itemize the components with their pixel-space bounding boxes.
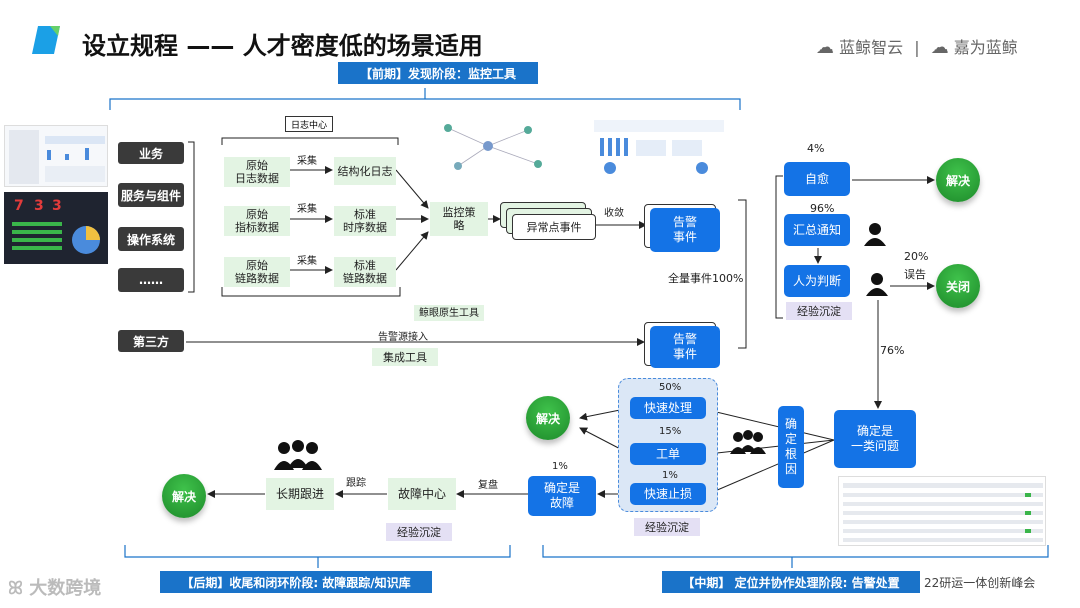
banner-early: 【前期】发现阶段：监控工具 <box>338 62 538 84</box>
quick-fix-box: 快速处理 <box>630 397 706 419</box>
alert-source-access-label: 告警源接入 <box>378 332 428 343</box>
team-icon-bottom <box>274 440 322 474</box>
anomaly-event: 异常点事件 <box>512 214 596 240</box>
cloud-icon: ☁ <box>816 37 834 58</box>
page-title: 设立规程 —— 人才密度低的场景适用 <box>82 32 483 60</box>
raw-metric-data: 原始 指标数据 <box>224 206 290 236</box>
pct-15-label: 15% <box>659 426 682 437</box>
bk-native-tools: 鲸眼原生工具 <box>414 305 484 321</box>
source-more: …… <box>118 268 184 292</box>
review-label: 复盘 <box>478 480 498 491</box>
false-alarm-label: 误告 <box>904 268 926 281</box>
dashboard-digit-3: 3 <box>52 198 62 214</box>
pct-1-label-b: 1% <box>552 461 568 472</box>
summary-notify-box: 汇总通知 <box>784 214 850 246</box>
confirm-fault-box: 确定是 故障 <box>528 476 596 516</box>
stop-loss-box: 快速止损 <box>630 483 706 505</box>
fault-center-box: 故障中心 <box>388 478 456 510</box>
banner-mid: 【中期】 定位并协作处理阶段: 告警处置 <box>662 571 920 593</box>
brand-right: 嘉为蓝鲸 <box>953 38 1018 57</box>
experience-box-bottom: 经验沉淀 <box>386 523 452 541</box>
collect-label-1: 采集 <box>297 156 317 167</box>
ticket-box: 工单 <box>630 443 706 465</box>
source-third-party: 第三方 <box>118 330 184 352</box>
title-logo-icon <box>30 22 64 58</box>
all-events-label: 全量事件100% <box>668 272 744 285</box>
watermark-icon: ꕤ <box>8 578 23 599</box>
long-track-box: 长期跟进 <box>266 478 334 510</box>
pct-1-label-a: 1% <box>662 470 678 481</box>
pct-50-label: 50% <box>659 382 682 393</box>
brand-left: 蓝鲸智云 <box>839 38 904 57</box>
pct-96-label: 96% <box>810 202 835 215</box>
source-service: 服务与组件 <box>118 183 184 207</box>
standard-trace: 标准 链路数据 <box>334 257 396 287</box>
dashboard-thumbnail-light <box>4 125 108 187</box>
alert-event-box: 告警 事件 <box>650 208 720 252</box>
collect-label-3: 采集 <box>297 256 317 267</box>
source-os: 操作系统 <box>118 227 184 251</box>
topology-thumbnail <box>428 116 558 178</box>
pct-76-label: 76% <box>880 344 905 357</box>
close-circle: 关闭 <box>936 264 980 308</box>
confirm-root-cause-box: 确 定 根 因 <box>778 406 804 488</box>
banner-late: 【后期】收尾和闭环阶段: 故障跟踪/知识库 <box>160 571 432 593</box>
raw-trace-data: 原始 链路数据 <box>224 257 290 287</box>
source-business: 业务 <box>118 142 184 164</box>
resolve-circle-top: 解决 <box>936 158 980 202</box>
team-icon-mid <box>730 430 766 460</box>
dashboard-digit-2: 3 <box>34 198 44 214</box>
monitor-policy: 监控策 略 <box>430 202 488 236</box>
monitor-dashboard-thumbnail <box>592 114 726 178</box>
converge-label: 收敛 <box>604 208 624 219</box>
experience-box-mid: 经验沉淀 <box>634 518 700 536</box>
footer-right-text: 22研运一体创新峰会 <box>924 576 1036 590</box>
collect-label-2: 采集 <box>297 204 317 215</box>
alert-list-thumbnail <box>838 476 1046 546</box>
human-judge-box: 人为判断 <box>784 265 850 297</box>
footer-left-text: 大数跨境 <box>29 578 102 599</box>
brand-separator: | <box>914 38 920 57</box>
log-center-label: 日志中心 <box>285 116 333 132</box>
dashboard-thumbnail-dark: 7 3 3 <box>4 192 108 264</box>
whale-icon: ☁ <box>930 37 949 58</box>
experience-box-top: 经验沉淀 <box>786 302 852 320</box>
integration-tools: 集成工具 <box>372 348 438 366</box>
person-icon-2 <box>866 272 888 302</box>
person-icon-1 <box>864 222 886 252</box>
pct-4-label: 4% <box>807 142 825 155</box>
dashboard-digit-1: 7 <box>14 198 24 214</box>
self-heal-box: 自愈 <box>784 162 850 196</box>
pct-20-label: 20% <box>904 250 929 263</box>
confirm-class-box: 确定是 一类问题 <box>834 410 916 468</box>
raw-log-data: 原始 日志数据 <box>224 157 290 187</box>
resolve-circle-mid: 解决 <box>526 396 570 440</box>
brand-logo: ☁ 蓝鲸智云 | ☁ 嘉为蓝鲸 <box>816 34 1018 58</box>
resolve-circle-bottom: 解决 <box>162 474 206 518</box>
third-alert-event-box: 告警 事件 <box>650 326 720 368</box>
footer-watermark: ꕤ 大数跨境 <box>8 574 101 600</box>
structured-log: 结构化日志 <box>334 157 396 185</box>
track-label: 跟踪 <box>346 478 366 489</box>
standard-timeseries: 标准 时序数据 <box>334 206 396 236</box>
